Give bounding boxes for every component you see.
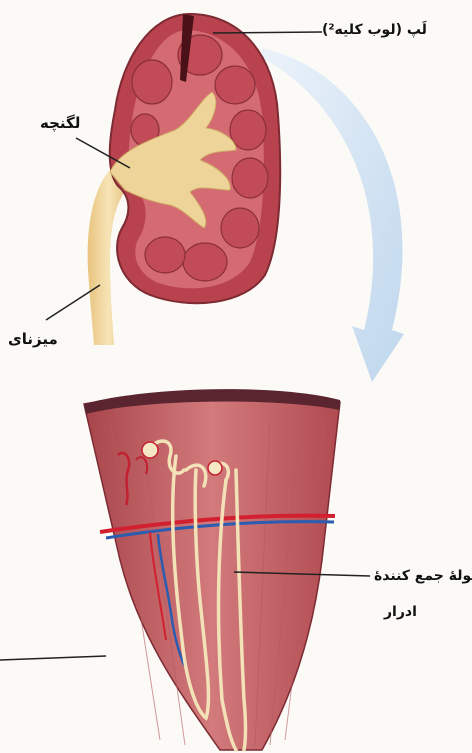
pelvis-label: لگنچه [40, 114, 80, 132]
curved-arrow [262, 48, 404, 382]
glomerulus-2 [208, 461, 222, 475]
lobe-leader-line [213, 32, 322, 33]
section-body [84, 395, 340, 750]
ureter-label: میزنای [8, 330, 58, 348]
collecting-duct-label: لولهٔ جمع کنندهٔ [374, 568, 472, 584]
lobe-label: لَپ (لوب کلیه²) [322, 22, 427, 38]
collecting-duct-label-line2: ادرار [384, 604, 417, 620]
left-leader-line [0, 656, 106, 660]
glomerulus [142, 442, 158, 458]
